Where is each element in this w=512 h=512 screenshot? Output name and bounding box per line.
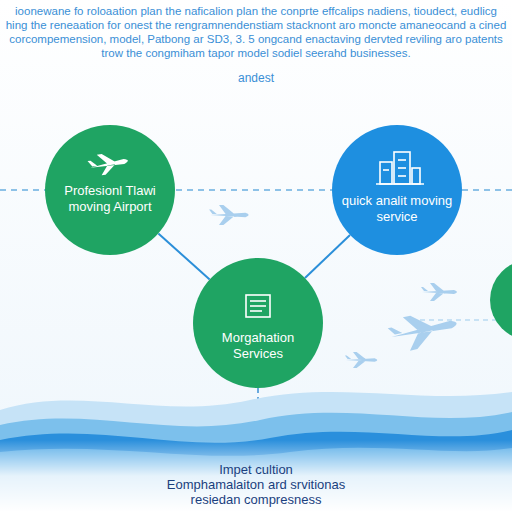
building-symbol xyxy=(376,152,424,184)
circle-fill xyxy=(193,258,323,388)
building-symbol xyxy=(383,169,389,171)
building-symbol xyxy=(376,183,424,185)
service-circle: quick analit moving service xyxy=(332,125,462,255)
header-text: ioonewane fo roloaation plan the nafical… xyxy=(4,4,508,60)
airplane-symbol xyxy=(87,151,130,177)
partial-circle xyxy=(490,260,512,340)
document-symbol xyxy=(250,310,262,312)
connector-line xyxy=(158,233,209,279)
building-symbol xyxy=(380,162,392,184)
note-label: andest xyxy=(156,71,356,86)
document-symbol xyxy=(250,305,266,307)
circle-outline xyxy=(193,258,323,388)
service-circle: Morgahation Services xyxy=(193,258,323,388)
service-circle: Profesionl Tlawi moving Airport xyxy=(45,125,175,255)
document-symbol xyxy=(250,300,266,302)
airplane-symbol xyxy=(87,151,130,177)
node-text: Morgahation Services xyxy=(210,330,306,362)
plane-icon xyxy=(345,352,377,368)
plane-icon xyxy=(209,205,249,225)
building-symbol xyxy=(412,168,420,184)
circle-fill xyxy=(332,125,462,255)
footer-label: resiedan compresness xyxy=(106,492,406,507)
building-symbol xyxy=(398,175,406,177)
plane-icon xyxy=(386,307,460,355)
wave xyxy=(0,392,512,512)
circle-fill xyxy=(45,125,175,255)
connector-line xyxy=(305,235,350,278)
fog xyxy=(0,440,512,512)
document-symbol xyxy=(246,295,270,317)
document-symbol xyxy=(246,295,270,317)
wave xyxy=(0,430,512,512)
building-symbol xyxy=(394,152,410,184)
node-text: quick analit moving service xyxy=(338,193,456,225)
footer-label: Eomphamalaiton ard srvitionas xyxy=(106,477,406,492)
footer-label: Impet cultion xyxy=(136,462,376,477)
building-symbol xyxy=(398,167,406,169)
circle-outline xyxy=(332,125,462,255)
wave xyxy=(0,412,512,512)
building-symbol xyxy=(398,159,406,161)
plane-icon xyxy=(421,283,457,301)
node-text: Profesionl Tlawi moving Airport xyxy=(51,183,169,215)
